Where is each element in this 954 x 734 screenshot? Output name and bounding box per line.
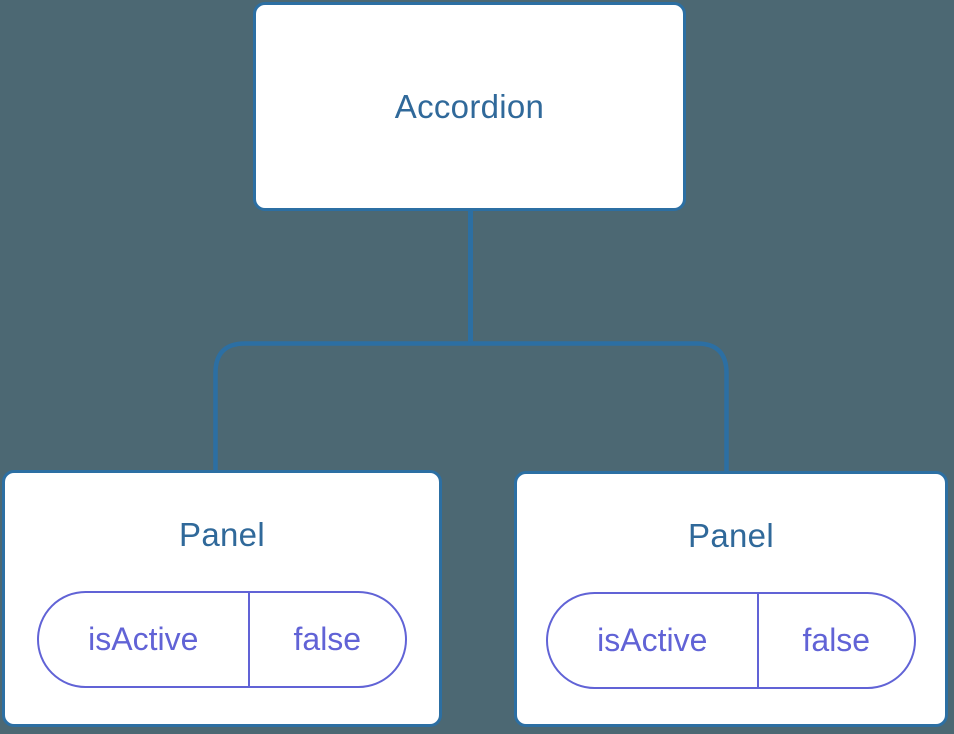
panel-right-label: Panel — [688, 517, 774, 554]
panel-node-right: Panel isActive false — [514, 471, 948, 727]
state-pill-left: isActive false — [37, 591, 407, 688]
state-name-right: isActive — [548, 594, 759, 687]
state-pill-right: isActive false — [546, 592, 916, 689]
state-name-left: isActive — [39, 593, 250, 686]
connector-branch-line — [213, 341, 729, 472]
panel-left-label: Panel — [179, 516, 265, 553]
accordion-node-label: Accordion — [394, 87, 545, 125]
panel-node-left: Panel isActive false — [2, 470, 442, 727]
state-value-right: false — [802, 622, 871, 658]
state-value-left: false — [293, 621, 362, 657]
accordion-node: Accordion — [253, 2, 686, 211]
